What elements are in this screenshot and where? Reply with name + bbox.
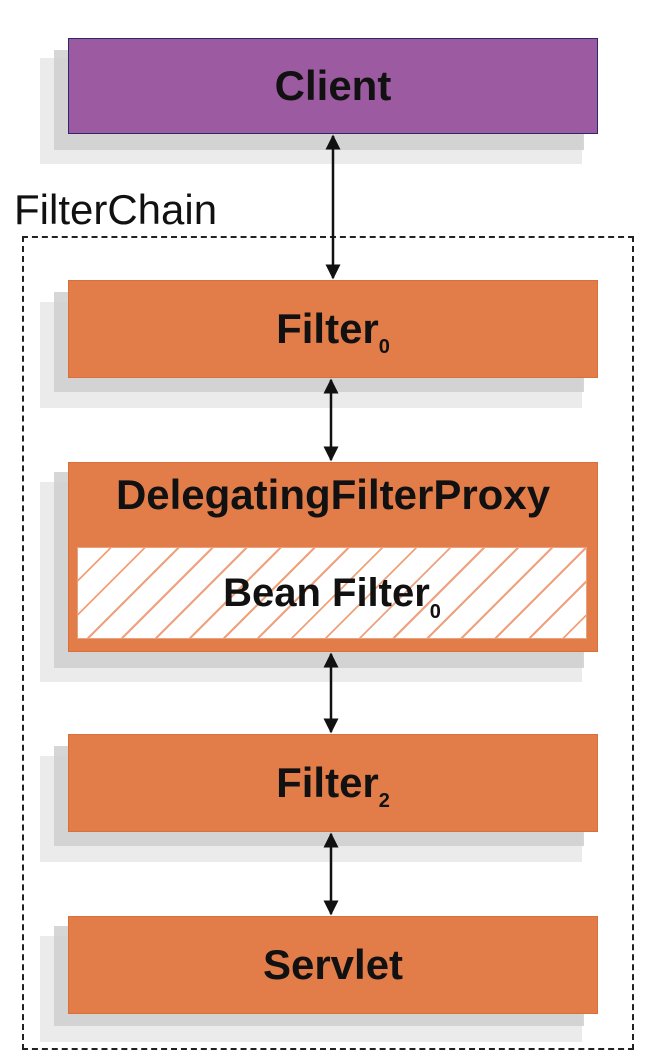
servlet-box: Servlet <box>68 916 598 1014</box>
servlet-label: Servlet <box>262 941 404 988</box>
filter2-label: Filter2 <box>276 759 390 812</box>
filter0-subscript: 0 <box>378 336 390 358</box>
filter0-box: Filter0 <box>68 280 598 378</box>
delegating-filter-proxy-label: DelegatingFilterProxy <box>115 471 551 518</box>
filter0-label: Filter0 <box>276 305 390 358</box>
filter2-box: Filter2 <box>68 734 598 832</box>
filter2-subscript: 2 <box>378 790 390 812</box>
filterchain-label: FilterChain <box>14 186 218 233</box>
bean-filter-subscript: 0 <box>429 600 441 623</box>
client-label: Client <box>274 62 392 109</box>
bean-filter-box: Bean Filter0 <box>77 547 587 639</box>
client-box: Client <box>68 38 598 134</box>
delegating-filter-proxy-box: DelegatingFilterProxy Bean Filter0 <box>68 462 598 652</box>
bean-filter-label: Bean Filter0 <box>223 570 441 623</box>
